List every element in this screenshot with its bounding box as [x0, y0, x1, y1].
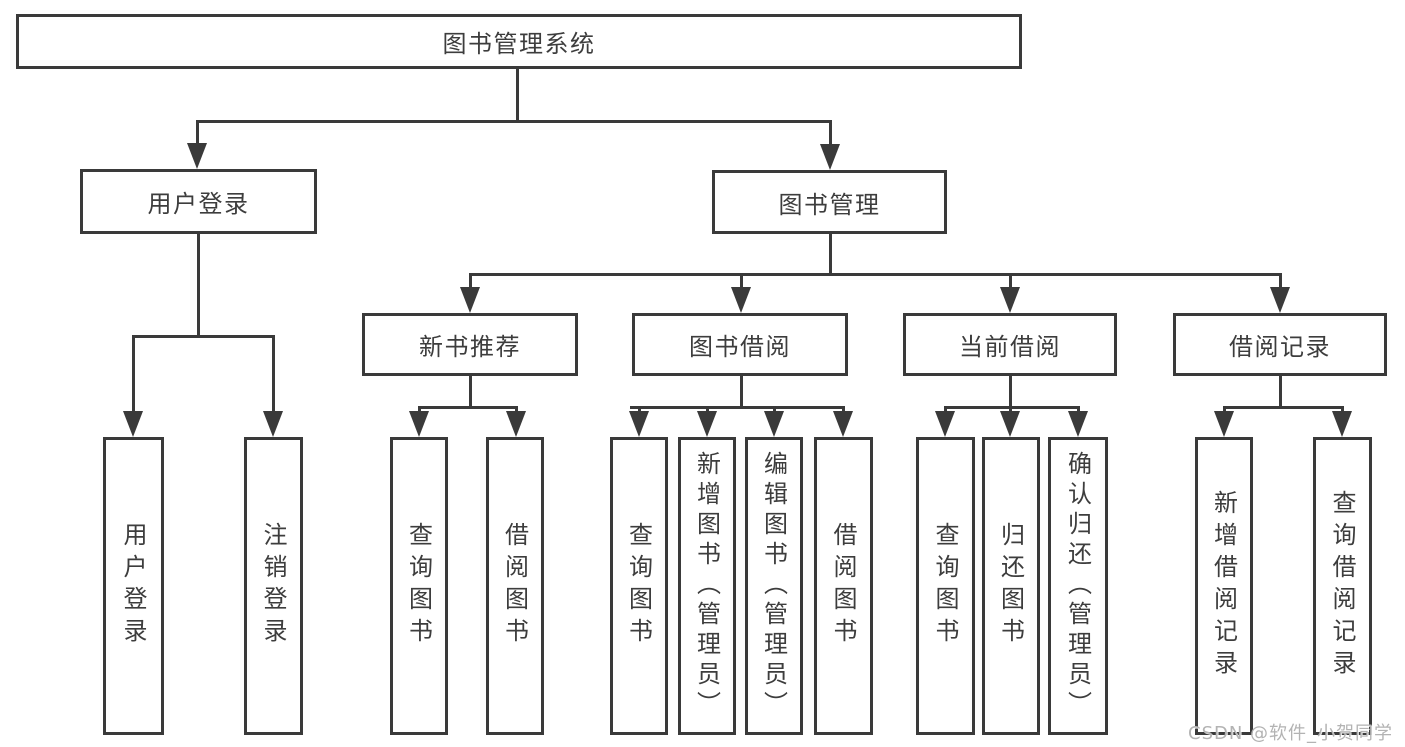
node-book-borrowing: 图书借阅 — [632, 313, 848, 376]
leaf-borrow-books-recommend-label: 借阅图书 — [500, 522, 529, 650]
leaf-add-book-admin-label: 新增图书（管理员） — [692, 451, 721, 721]
connector-user-login-bus — [132, 335, 275, 338]
connector-shaft — [1341, 406, 1344, 414]
connector-shaft-current-borrowing — [1009, 273, 1012, 290]
arrow-down-icon — [1000, 411, 1020, 437]
node-borrowing-records-label: 借阅记录 — [1229, 333, 1331, 361]
node-current-borrowing: 当前借阅 — [903, 313, 1117, 376]
connector-shaft-new-book — [469, 273, 472, 290]
connector-shaft — [706, 406, 709, 414]
node-new-book-recommend: 新书推荐 — [362, 313, 578, 376]
leaf-query-books-current-label: 查询图书 — [931, 522, 959, 650]
arrow-down-icon — [1214, 411, 1234, 437]
connector-book-management-drop — [829, 234, 832, 273]
arrow-down-icon — [629, 411, 649, 437]
leaf-query-books-current: 查询图书 — [916, 437, 975, 735]
leaf-query-books-borrowing: 查询图书 — [610, 437, 668, 735]
leaf-logout-label: 注销登录 — [259, 522, 287, 650]
connector-shaft-borrowing-records — [1279, 273, 1282, 290]
leaf-query-books-recommend: 查询图书 — [390, 437, 448, 735]
connector-current-borrowing-bus — [944, 406, 1080, 409]
leaf-edit-book-admin: 编辑图书（管理员） — [745, 437, 803, 735]
connector-shaft — [1223, 406, 1226, 414]
leaf-query-books-borrowing-label: 查询图书 — [624, 522, 653, 650]
leaf-user-login: 用户登录 — [103, 437, 164, 735]
connector-shaft-book-management — [829, 120, 832, 147]
arrow-down-icon — [409, 411, 429, 437]
arrow-down-icon — [1068, 411, 1088, 437]
connector-book-borrowing-drop — [740, 376, 743, 407]
arrow-down-icon — [935, 411, 955, 437]
connector-shaft — [1009, 406, 1012, 414]
connector-current-borrowing-drop — [1009, 376, 1012, 407]
arrow-down-icon — [263, 411, 283, 437]
leaf-query-books-recommend-label: 查询图书 — [404, 522, 433, 650]
node-book-management-label: 图书管理 — [778, 190, 881, 219]
connector-shaft — [1077, 406, 1080, 414]
node-borrowing-records: 借阅记录 — [1173, 313, 1387, 376]
node-new-book-recommend-label: 新书推荐 — [419, 333, 521, 361]
node-current-borrowing-label: 当前借阅 — [959, 333, 1061, 361]
node-user-login: 用户登录 — [80, 169, 317, 234]
connector-shaft-leaf-user-login — [132, 335, 135, 414]
node-book-borrowing-label: 图书借阅 — [689, 333, 791, 361]
leaf-query-borrow-record: 查询借阅记录 — [1313, 437, 1372, 735]
arrow-down-icon — [187, 143, 207, 169]
leaf-confirm-return-admin: 确认归还（管理员） — [1048, 437, 1108, 735]
arrow-down-icon — [697, 411, 717, 437]
leaf-borrow-books-borrowing: 借阅图书 — [814, 437, 873, 735]
arrow-down-icon — [460, 287, 480, 313]
watermark-text: CSDN @软件_小贺同学 — [1188, 723, 1394, 744]
connector-shaft — [638, 406, 641, 414]
arrow-down-icon — [1000, 287, 1020, 313]
leaf-borrow-books-recommend: 借阅图书 — [486, 437, 544, 735]
node-book-management: 图书管理 — [712, 170, 947, 234]
connector-shaft-user-login — [196, 120, 199, 146]
connector-root-drop — [516, 69, 519, 120]
leaf-borrow-books-borrowing-label: 借阅图书 — [829, 522, 857, 650]
leaf-add-borrow-record-label: 新增借阅记录 — [1209, 490, 1238, 682]
connector-user-login-drop — [197, 234, 200, 335]
connector-shaft — [515, 406, 518, 414]
connector-new-book-drop — [469, 376, 472, 407]
leaf-add-borrow-record: 新增借阅记录 — [1195, 437, 1253, 735]
leaf-confirm-return-admin-label: 确认归还（管理员） — [1063, 451, 1092, 721]
connector-book-management-bus — [469, 273, 1281, 276]
node-root-label: 图书管理系统 — [442, 30, 596, 58]
connector-shaft — [842, 406, 845, 414]
connector-book-borrowing-bus — [630, 406, 845, 409]
arrow-down-icon — [820, 144, 840, 170]
leaf-query-borrow-record-label: 查询借阅记录 — [1328, 490, 1356, 682]
node-root: 图书管理系统 — [16, 14, 1022, 69]
connector-borrowing-records-bus — [1223, 406, 1344, 409]
leaf-logout: 注销登录 — [244, 437, 303, 735]
leaf-return-books-label: 归还图书 — [996, 522, 1025, 650]
connector-shaft-book-borrowing — [740, 273, 743, 290]
leaf-edit-book-admin-label: 编辑图书（管理员） — [759, 451, 788, 721]
connector-shaft — [773, 406, 776, 414]
arrow-down-icon — [1332, 411, 1352, 437]
connector-shaft — [944, 406, 947, 414]
leaf-user-login-label: 用户登录 — [119, 522, 147, 650]
connector-shaft-leaf-logout — [272, 335, 275, 414]
connector-borrowing-records-drop — [1279, 376, 1282, 407]
arrow-down-icon — [833, 411, 853, 437]
arrow-down-icon — [123, 411, 143, 437]
connector-new-book-bus — [418, 406, 518, 409]
connector-root-bus — [196, 120, 832, 123]
arrow-down-icon — [731, 287, 751, 313]
connector-shaft — [418, 406, 421, 414]
leaf-add-book-admin: 新增图书（管理员） — [678, 437, 736, 735]
leaf-return-books: 归还图书 — [982, 437, 1040, 735]
arrow-down-icon — [764, 411, 784, 437]
node-user-login-label: 用户登录 — [147, 190, 250, 218]
arrow-down-icon — [1270, 287, 1290, 313]
arrow-down-icon — [506, 411, 526, 437]
